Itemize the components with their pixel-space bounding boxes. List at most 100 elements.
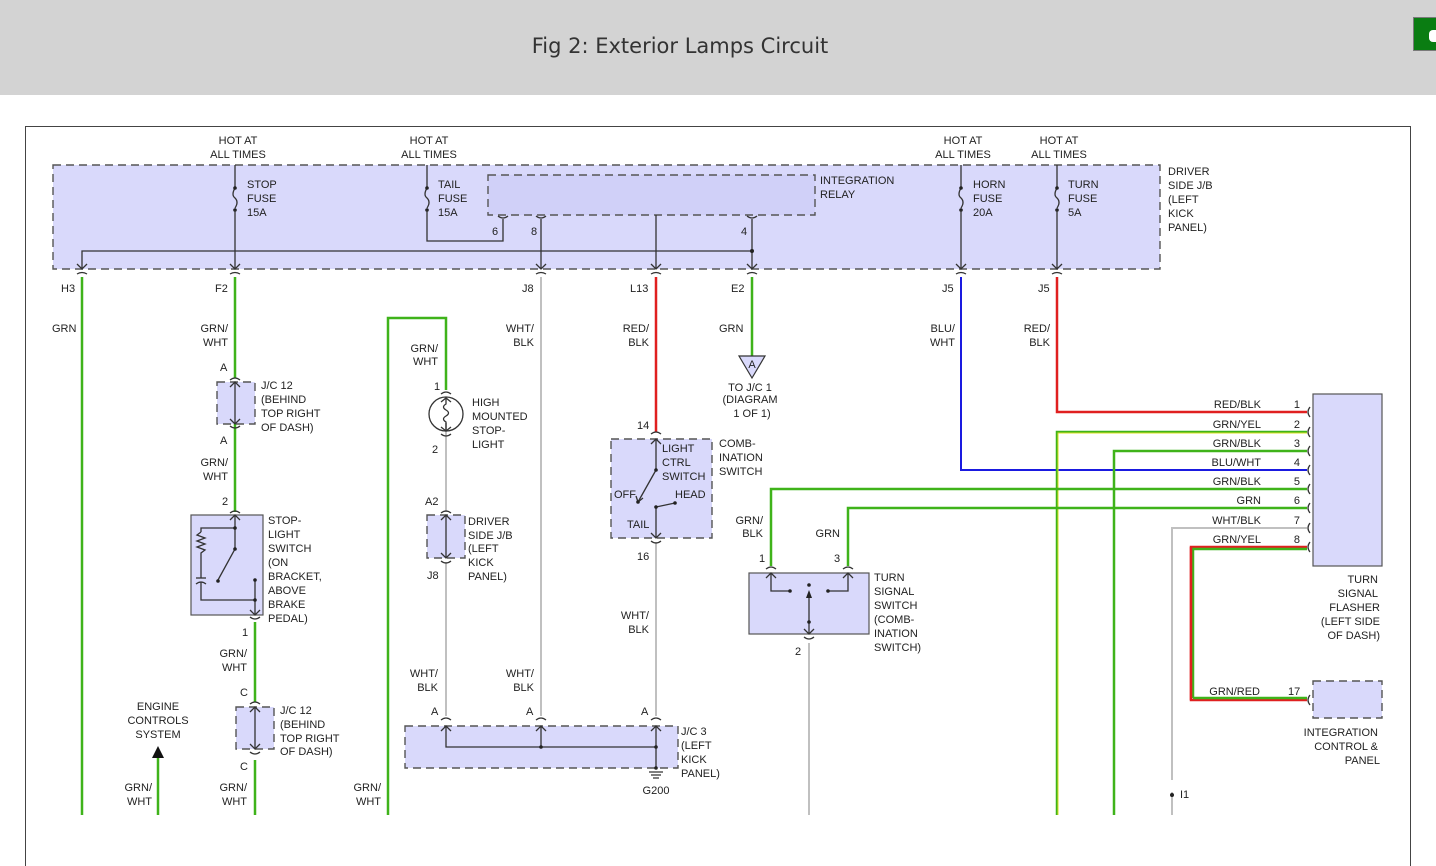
hot-label-turn: HOT AT ALL TIMES	[1031, 135, 1087, 161]
engine-controls-system-label: ENGINE CONTROLS SYSTEM	[127, 701, 188, 741]
svg-text:H3: H3	[61, 283, 75, 295]
svg-text:BRAKE: BRAKE	[268, 599, 305, 611]
svg-text:6: 6	[492, 226, 498, 238]
svg-text:(DIAGRAM: (DIAGRAM	[723, 394, 778, 406]
flasher-pin-connector	[1307, 406, 1311, 418]
flasher-pin-connector	[1307, 426, 1311, 438]
svg-text:SIGNAL: SIGNAL	[1338, 588, 1378, 600]
svg-text:ENGINE: ENGINE	[137, 701, 179, 713]
corner-action-button[interactable]	[1413, 17, 1436, 51]
svg-text:BLK: BLK	[513, 682, 534, 694]
flasher-pin-number: 8	[1294, 534, 1300, 546]
svg-text:G200: G200	[643, 785, 670, 797]
flasher-pin-wire-label: GRN/BLK	[1213, 438, 1262, 450]
svg-text:LIGHT: LIGHT	[472, 439, 505, 451]
svg-text:KICK: KICK	[681, 754, 707, 766]
svg-text:(BEHIND: (BEHIND	[280, 719, 325, 731]
horn-fuse: HORN FUSE 20A	[955, 165, 1005, 270]
integration-relay-box[interactable]	[487, 174, 816, 216]
svg-text:FUSE: FUSE	[973, 193, 1002, 205]
flasher-pin-wire-label: GRN/YEL	[1213, 419, 1261, 431]
flasher-pin-wire-label: GRN/BLK	[1213, 476, 1262, 488]
driver-side-jb-passthrough[interactable]: A2 J8 DRIVER SIDE J/B (LEFT KICK PANEL)	[425, 496, 513, 583]
turn-signal-switch[interactable]: 1 3 2 TURN SIGNAL SWITCH (COMB- INATION …	[748, 553, 921, 658]
svg-text:WHT: WHT	[127, 796, 152, 808]
stop-fuse: STOP FUSE 15A	[229, 165, 277, 270]
combination-switch[interactable]: 14 16 LIGHT CTRL SWITCH OFF HEAD TAIL CO…	[610, 420, 763, 563]
wire-color-labels: GRN GRN/ WHT WHT/ BLK RED/ BLK GRN BLU/ …	[52, 323, 1051, 808]
svg-text:FLASHER: FLASHER	[1329, 602, 1380, 614]
jc12-bottom[interactable]: C C J/C 12 (BEHIND TOP RIGHT OF DASH)	[235, 687, 340, 773]
svg-text:A: A	[748, 359, 756, 371]
svg-text:DRIVER: DRIVER	[1168, 166, 1210, 178]
engine-controls-arrow-icon	[152, 746, 164, 758]
integration-relay-label: INTEGRATION RELAY	[820, 175, 894, 201]
svg-text:(COMB-: (COMB-	[874, 614, 915, 626]
svg-text:16: 16	[637, 551, 649, 563]
svg-text:5A: 5A	[1068, 207, 1082, 219]
flasher-pin-number: 6	[1294, 495, 1300, 507]
svg-text:WHT: WHT	[413, 356, 438, 368]
svg-text:WHT/: WHT/	[621, 610, 650, 622]
flasher-pin-number: 1	[1294, 399, 1300, 411]
svg-text:3: 3	[834, 553, 840, 565]
svg-text:J8: J8	[427, 570, 439, 582]
flasher-pin-wire-label: GRN	[1237, 495, 1262, 507]
svg-text:PANEL): PANEL)	[1168, 222, 1207, 234]
svg-text:2: 2	[795, 646, 801, 658]
svg-text:LIGHT: LIGHT	[268, 529, 301, 541]
svg-text:SWITCH: SWITCH	[874, 600, 917, 612]
wire-pin5-grn-blk	[769, 487, 1307, 566]
hot-label-tail: HOT AT ALL TIMES	[401, 135, 457, 161]
svg-text:FUSE: FUSE	[247, 193, 276, 205]
svg-text:BLK: BLK	[628, 337, 649, 349]
svg-text:E2: E2	[731, 283, 744, 295]
stop-light-switch[interactable]: 2 1 STOP- LIGHT SWITCH (ON BRACKET, ABOV…	[190, 496, 322, 639]
svg-text:17: 17	[1288, 686, 1300, 698]
svg-text:GRN/: GRN/	[220, 648, 248, 660]
flasher-pin-connector	[1307, 464, 1311, 476]
svg-text:(LEFT: (LEFT	[681, 740, 712, 752]
wire-pin8-grn-yel	[1191, 547, 1307, 698]
hot-label-stop: HOT AT ALL TIMES	[210, 135, 266, 161]
svg-text:15A: 15A	[438, 207, 458, 219]
driver-side-jb-label: DRIVER SIDE J/B (LEFT KICK PANEL)	[1168, 166, 1213, 234]
wire-pin2-grn-yel	[1055, 430, 1307, 815]
svg-text:PANEL): PANEL)	[681, 768, 720, 780]
integration-control-panel[interactable]: GRN/RED 17 INTEGRATION CONTROL & PANEL	[1209, 680, 1383, 767]
offpage-i1: I1	[1170, 780, 1189, 801]
svg-text:INTEGRATION: INTEGRATION	[820, 175, 894, 187]
svg-text:A: A	[220, 362, 228, 374]
svg-text:SIGNAL: SIGNAL	[874, 586, 914, 598]
svg-text:TO J/C 1: TO J/C 1	[728, 382, 772, 394]
svg-text:CONTROLS: CONTROLS	[127, 715, 188, 727]
svg-text:J5: J5	[942, 283, 954, 295]
svg-text:HOT AT: HOT AT	[219, 135, 258, 147]
svg-text:SYSTEM: SYSTEM	[135, 729, 180, 741]
jc3[interactable]: A A A G200 J/C 3 (LEFT KICK PANEL)	[404, 706, 720, 797]
wire-hmsl-feed	[386, 316, 448, 815]
svg-text:PANEL: PANEL	[1345, 755, 1380, 767]
flasher-pin-number: 2	[1294, 419, 1300, 431]
svg-text:COMB-: COMB-	[719, 438, 756, 450]
flasher-pin-number: 7	[1294, 515, 1300, 527]
svg-text:INATION: INATION	[719, 452, 763, 464]
svg-text:1: 1	[434, 381, 440, 393]
svg-text:1 OF 1): 1 OF 1)	[733, 408, 770, 420]
svg-text:ALL TIMES: ALL TIMES	[935, 149, 991, 161]
jc1-reference[interactable]: A TO J/C 1 (DIAGRAM 1 OF 1)	[723, 355, 778, 420]
flasher-pin-connector	[1307, 445, 1311, 457]
svg-text:TOP RIGHT: TOP RIGHT	[280, 733, 340, 745]
green-action-icon	[1429, 30, 1436, 42]
svg-text:15A: 15A	[247, 207, 267, 219]
svg-text:GRN: GRN	[719, 323, 744, 335]
wire-pin8-red	[1189, 545, 1307, 700]
svg-text:2: 2	[222, 496, 228, 508]
flasher-pin-wire-label: WHT/BLK	[1212, 515, 1262, 527]
jc12-top[interactable]: A A J/C 12 (BEHIND TOP RIGHT OF DASH)	[216, 362, 321, 447]
svg-text:ALL TIMES: ALL TIMES	[401, 149, 457, 161]
high-mounted-stop-light[interactable]: 1 2 HIGH MOUNTED STOP- LIGHT	[428, 381, 528, 456]
svg-text:WHT: WHT	[222, 796, 247, 808]
svg-text:BRACKET,: BRACKET,	[268, 571, 322, 583]
